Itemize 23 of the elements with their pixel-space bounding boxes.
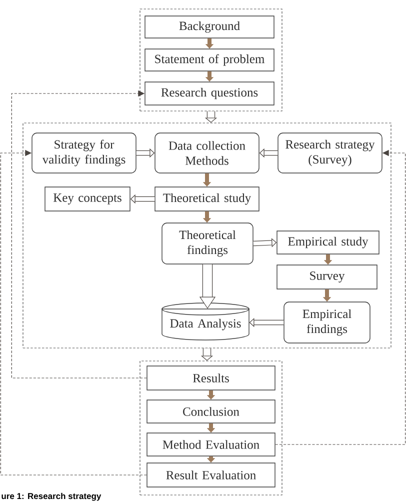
dashed-frame: [140, 360, 282, 496]
rounded-box: Strategy for validity findings: [32, 132, 136, 174]
process-box: Method Evaluation: [146, 432, 276, 456]
process-box: Background: [144, 16, 274, 38]
rounded-box: Data collection Methods: [154, 132, 260, 174]
process-box: Conclusion: [146, 400, 276, 424]
dashed-frame: [140, 8, 282, 112]
process-box: Statement of problem: [144, 48, 274, 72]
database-cylinder: Data Analysis: [162, 302, 250, 340]
process-box: Key concepts: [44, 186, 130, 212]
rounded-box: Empirical findings: [284, 302, 370, 344]
caption: ure 1: Research strategy: [2, 492, 102, 501]
process-box: Theoretical study: [154, 186, 260, 212]
rounded-box: Theoretical findings: [162, 222, 254, 264]
dashed-frame: [22, 122, 392, 348]
process-box: Result Evaluation: [146, 462, 276, 488]
process-box: Survey: [276, 264, 378, 290]
process-box: Empirical study: [276, 230, 380, 254]
dashed-arrow: [0, 150, 147, 476]
rounded-box: Research strategy (Survey): [278, 132, 382, 174]
process-box: Research questions: [144, 82, 274, 106]
dashed-arrow: [11, 90, 147, 378]
process-box: Results: [146, 366, 276, 390]
